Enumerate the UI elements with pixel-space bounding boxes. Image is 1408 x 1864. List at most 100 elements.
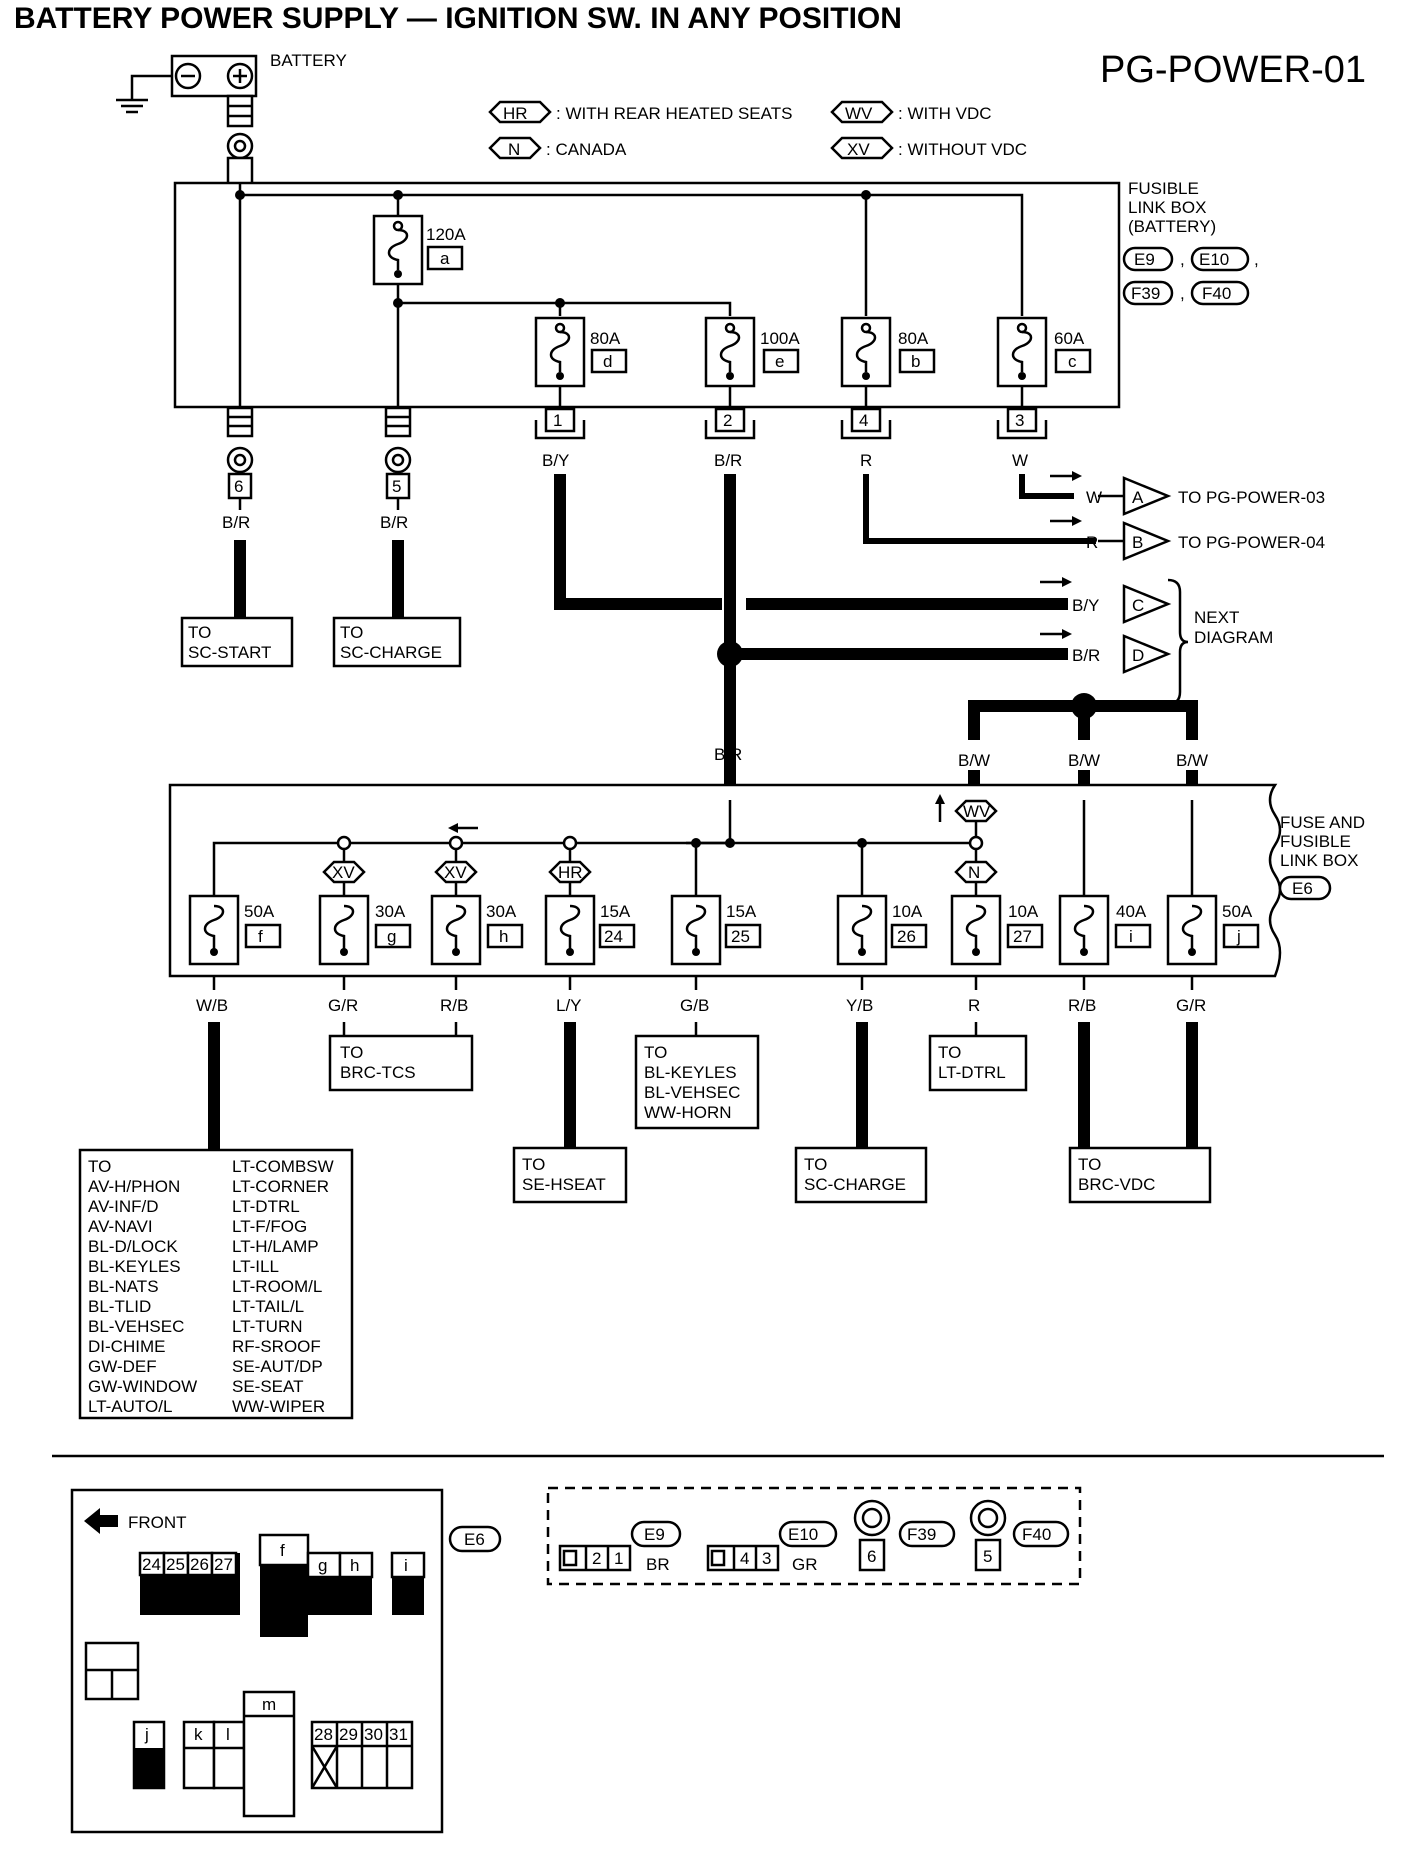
dest-list-item: LT-ILL (232, 1257, 279, 1276)
dest-sc-charge: TO SC-CHARGE (794, 1146, 928, 1204)
dest-list-item: AV-INF/D (88, 1197, 159, 1216)
dest-list-item: LT-ROOM/L (232, 1277, 322, 1296)
dest-list-item: SE-AUT/DP (232, 1357, 323, 1376)
svg-text:,: , (1180, 250, 1185, 269)
svg-text:L/Y: L/Y (556, 996, 582, 1015)
offpage-a-tag: A (1132, 488, 1144, 507)
svg-text:G/B: G/B (680, 996, 709, 1015)
svg-text:i: i (404, 1556, 408, 1575)
svg-text:f: f (258, 927, 263, 946)
next-diagram-line-2: DIAGRAM (1194, 628, 1273, 647)
link-b-amp: 80A (898, 329, 929, 348)
svg-text:k: k (194, 1725, 203, 1744)
fuse-box-connector: E6 (1292, 879, 1313, 898)
e6-view-badge (448, 1525, 502, 1553)
svg-text:10A: 10A (892, 902, 923, 921)
fuse-box-label-2: FUSIBLE (1280, 832, 1351, 851)
dest-list-item: LT-TAIL/L (232, 1297, 304, 1316)
svg-text:SC-CHARGE: SC-CHARGE (804, 1175, 906, 1194)
big-list-right: LT-COMBSWLT-CORNERLT-DTRLLT-F/FOGLT-H/LA… (232, 1157, 334, 1416)
fusible-link-box (173, 181, 1121, 418)
battery-label: BATTERY (270, 51, 347, 70)
dest-list-item: AV-H/PHON (88, 1177, 180, 1196)
offpage-b-text: TO PG-POWER-04 (1178, 533, 1325, 552)
dest-list-item: BL-TLID (88, 1297, 151, 1316)
dest-list-item: LT-AUTO/L (88, 1397, 172, 1416)
f39-tag: F39 (907, 1525, 936, 1544)
dest-list-item: BL-NATS (88, 1277, 159, 1296)
f40-num: 5 (983, 1547, 992, 1566)
output-wires: W/B G/R R/B L/Y G/B Y/B R R/B G/R (196, 976, 1206, 1150)
svg-text:50A: 50A (1222, 902, 1253, 921)
wire-w-label: W (1012, 451, 1028, 470)
e10-color: GR (792, 1555, 818, 1574)
svg-text:f: f (280, 1541, 285, 1560)
dest-list-item: LT-COMBSW (232, 1157, 334, 1176)
connector-group-e9-e10-f39-f40 (546, 1486, 1082, 1586)
dest-list-item: BL-D/LOCK (88, 1237, 178, 1256)
link-b-id: b (911, 352, 920, 371)
offpage-b-wire: R (1086, 533, 1098, 552)
dest-list-item: RF-SROOF (232, 1337, 321, 1356)
fuse-box-label-1: FUSE AND (1280, 813, 1365, 832)
svg-text:i: i (1129, 927, 1133, 946)
fusible-box-connectors: E9 , E10 , F39 , F40 (1122, 246, 1259, 306)
fuse-box-connector-badge (1278, 875, 1332, 901)
svg-text:26: 26 (190, 1555, 209, 1574)
offpage-arrows (1040, 471, 1082, 639)
dest-list-item: GW-DEF (88, 1357, 157, 1376)
svg-text:TO: TO (340, 623, 363, 642)
svg-text:TO: TO (340, 1043, 363, 1062)
svg-text:j: j (1236, 927, 1241, 946)
fuse-labels: 50A f 30A g 30A h 15A 24 15A 25 10A 26 1… (244, 863, 1260, 949)
dest-list-item: LT-DTRL (232, 1197, 300, 1216)
battery-symbol (116, 54, 258, 186)
svg-text:g: g (318, 1556, 327, 1575)
svg-text:TO: TO (938, 1043, 961, 1062)
svg-text:40A: 40A (1116, 902, 1147, 921)
dest-sc-start: TO SC-START (180, 616, 294, 668)
svg-text:,: , (1254, 250, 1259, 269)
svg-text:TO: TO (1078, 1155, 1101, 1174)
fusible-box-label-1: FUSIBLE (1128, 179, 1199, 198)
dest-list-item: LT-CORNER (232, 1177, 329, 1196)
svg-text:30: 30 (364, 1725, 383, 1744)
link-e-id: e (775, 352, 784, 371)
legend-wv-tag: WV (845, 104, 873, 123)
offpage-c-tag: C (1132, 596, 1144, 615)
svg-text:j: j (144, 1725, 149, 1744)
terminal-6-num: 6 (234, 477, 243, 496)
dest-bl-group: TO BL-KEYLES BL-VEHSEC WW-HORN (634, 1034, 760, 1130)
link-box-pins: 1 2 4 3 6 5 (226, 406, 1048, 500)
legend-xv-text: : WITHOUT VDC (898, 140, 1027, 159)
e6-connector-view (70, 1488, 444, 1834)
svg-text:31: 31 (389, 1725, 408, 1744)
diagram-code: PG-POWER-01 (1100, 49, 1366, 91)
next-diagram-line-1: NEXT (1194, 608, 1239, 627)
svg-text:30A: 30A (486, 902, 517, 921)
svg-text:h: h (350, 1556, 359, 1575)
svg-text:25: 25 (166, 1555, 185, 1574)
svg-text:R/B: R/B (440, 996, 468, 1015)
pin-4: 4 (859, 411, 868, 430)
svg-text:TO: TO (522, 1155, 545, 1174)
connector-e9-tag: E9 (1134, 250, 1155, 269)
terminal-5-num: 5 (392, 477, 401, 496)
connector-f40-tag: F40 (1202, 284, 1231, 303)
svg-text:W/B: W/B (196, 996, 228, 1015)
dest-list-item: LT-TURN (232, 1317, 303, 1336)
svg-text:10A: 10A (1008, 902, 1039, 921)
svg-text:15A: 15A (600, 902, 631, 921)
e9-pin-1: 1 (614, 1549, 623, 1568)
svg-text:26: 26 (897, 927, 916, 946)
svg-text:G/R: G/R (328, 996, 358, 1015)
legend: HR : WITH REAR HEATED SEATS N : CANADA W… (488, 100, 1027, 160)
dest-brc-tcs: TO BRC-TCS (328, 1034, 474, 1092)
svg-text:l: l (226, 1725, 230, 1744)
dest-list-item: TO (88, 1157, 111, 1176)
svg-text:25: 25 (731, 927, 750, 946)
svg-text:28: 28 (314, 1725, 333, 1744)
e10-pin-4: 4 (740, 1549, 749, 1568)
e10-tag: E10 (788, 1525, 818, 1544)
offpage-c-wire: B/Y (1072, 596, 1099, 615)
